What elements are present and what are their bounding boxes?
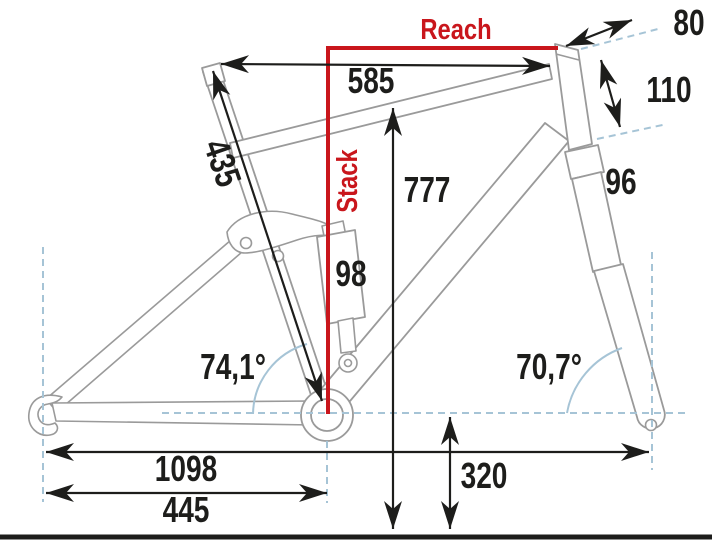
dim-label-shock: 98 (335, 254, 366, 294)
head-angle-label: 70,7° (516, 347, 582, 387)
dim-top-tube-arrow (220, 55, 551, 75)
dim-label-bb-height: 320 (461, 456, 508, 496)
shock-eyelet-bolt (343, 358, 353, 368)
rear-dropout-hook (28, 394, 63, 437)
seat-angle-label: 74,1° (200, 347, 266, 387)
fork-lower-leg (593, 263, 666, 430)
shock-shaft (337, 317, 357, 354)
head-tube (554, 43, 593, 151)
dim-label-frame-height: 777 (404, 170, 451, 210)
reach-stack-lines (326, 46, 558, 414)
dim-stem-arrow (565, 18, 633, 48)
dimension-labels: Reach Stack 80 585 110 435 96 777 98 74,… (155, 3, 705, 530)
dimension-arrows (46, 18, 649, 529)
rocker-pivot-left (239, 236, 253, 250)
dim-label-top-tube: 585 (348, 61, 395, 101)
head-top-extension-datum (580, 28, 659, 50)
dim-label-fork-lower: 96 (605, 162, 636, 202)
dim-label-stem: 80 (673, 3, 704, 43)
head-angle-arc (566, 347, 623, 414)
head-bottom-extension-datum (596, 123, 668, 140)
reach-stack-polyline (326, 46, 558, 414)
stack-label: Stack (331, 149, 364, 213)
reach-label: Reach (420, 13, 491, 46)
head-tube-cap-line (555, 53, 580, 61)
fork-crown (564, 144, 605, 180)
dim-label-head-tube: 110 (646, 70, 691, 110)
dim-label-rear-center: 445 (163, 490, 210, 530)
dim-label-wheelbase: 1098 (155, 449, 217, 489)
dim-seat-tube-arrow (211, 70, 324, 402)
dim-head-tube-arrow (599, 59, 622, 128)
